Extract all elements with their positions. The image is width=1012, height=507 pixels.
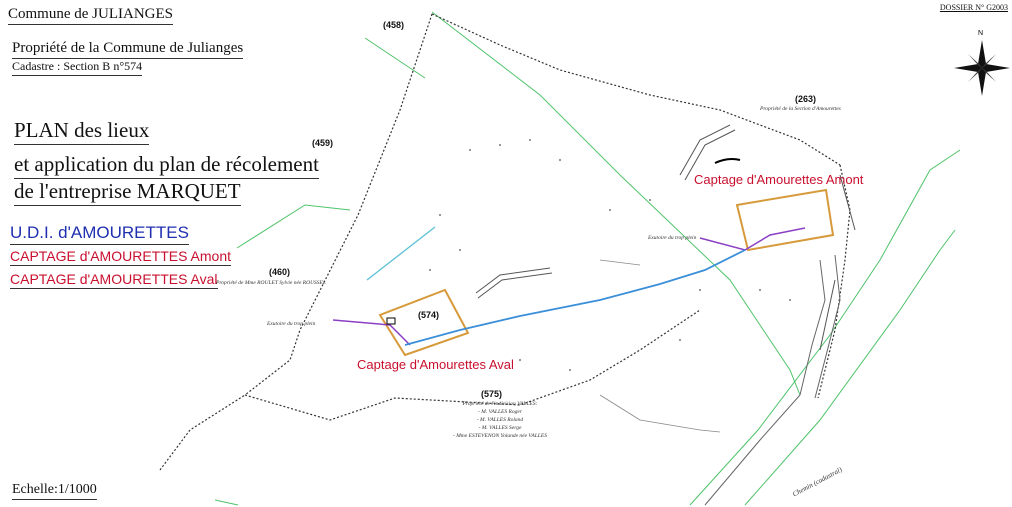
map-label-captage-aval: Captage d'Amourettes Aval — [357, 357, 514, 372]
blue-pipe — [404, 249, 746, 346]
parcel-boundaries — [159, 13, 851, 471]
commune-title: Commune de JULIANGES — [8, 6, 173, 25]
parcel-574: (574) — [418, 310, 440, 320]
parcel-575: (575) — [481, 389, 503, 399]
owner-460: Propriété de Mme ROULET Sylvie née ROUSS… — [216, 280, 326, 286]
owner-575-line: - M. VALLES Serge — [478, 425, 522, 431]
plan-title-line1: PLAN des lieux — [14, 118, 150, 145]
gray-segments — [599, 259, 721, 433]
owner-575: Propriété de l'indivision VALLES: - M. V… — [400, 400, 600, 440]
purple-pipes — [332, 227, 806, 346]
enclosure-amont — [735, 188, 835, 252]
legend-captage-amont: CAPTAGE d'AMOURETTES Amont — [10, 248, 232, 266]
enclosure-aval — [378, 288, 470, 357]
flow-arrow — [714, 158, 741, 164]
road — [704, 254, 841, 506]
legend-udi: U.D.I. d'AMOURETTES — [10, 223, 189, 245]
scale-label: Echelle:1/1000 — [12, 482, 97, 500]
exutoire-right-label: Exutoire du trop plein — [648, 235, 697, 241]
exutoire-left-label: Exutoire du trop plein — [267, 321, 316, 327]
propriete-label: Propriété de la Commune de Julianges — [12, 40, 244, 59]
owner-263: Propriété de la Section d'Amourettes — [760, 106, 841, 112]
parcel-459: (459) — [312, 138, 334, 148]
plan-title-line2: et application du plan de récolement — [14, 152, 319, 179]
compass-rose-icon — [954, 40, 1010, 96]
owner-575-line: - M. VALLES Roland — [476, 417, 524, 423]
parcel-263: (263) — [795, 94, 817, 104]
captage-box-aval — [386, 317, 396, 325]
dossier-number: DOSSIER N° G2003 — [939, 3, 1008, 12]
cadastre-label: Cadastre : Section B n°574 — [12, 59, 143, 76]
cyan-line — [366, 226, 436, 281]
parcel-460: (460) — [269, 267, 291, 277]
parcel-458: (458) — [383, 20, 405, 30]
survey-points — [429, 139, 791, 371]
map-label-captage-amont: Captage d'Amourettes Amont — [694, 172, 864, 187]
legend-captage-aval: CAPTAGE d'AMOURETTES Aval — [10, 271, 218, 289]
compass-north-label: N — [978, 30, 984, 37]
owner-575-line: - M. VALLES Roger — [478, 409, 522, 415]
hatched-banks — [475, 124, 856, 351]
green-boundary-lines — [214, 11, 961, 506]
owner-575-line: Propriété de l'indivision VALLES: — [462, 401, 538, 407]
owner-575-line: - Mme ESTEVENON Yolande née VALLES — [453, 433, 547, 439]
plan-title-line3: de l'entreprise MARQUET — [14, 179, 241, 206]
